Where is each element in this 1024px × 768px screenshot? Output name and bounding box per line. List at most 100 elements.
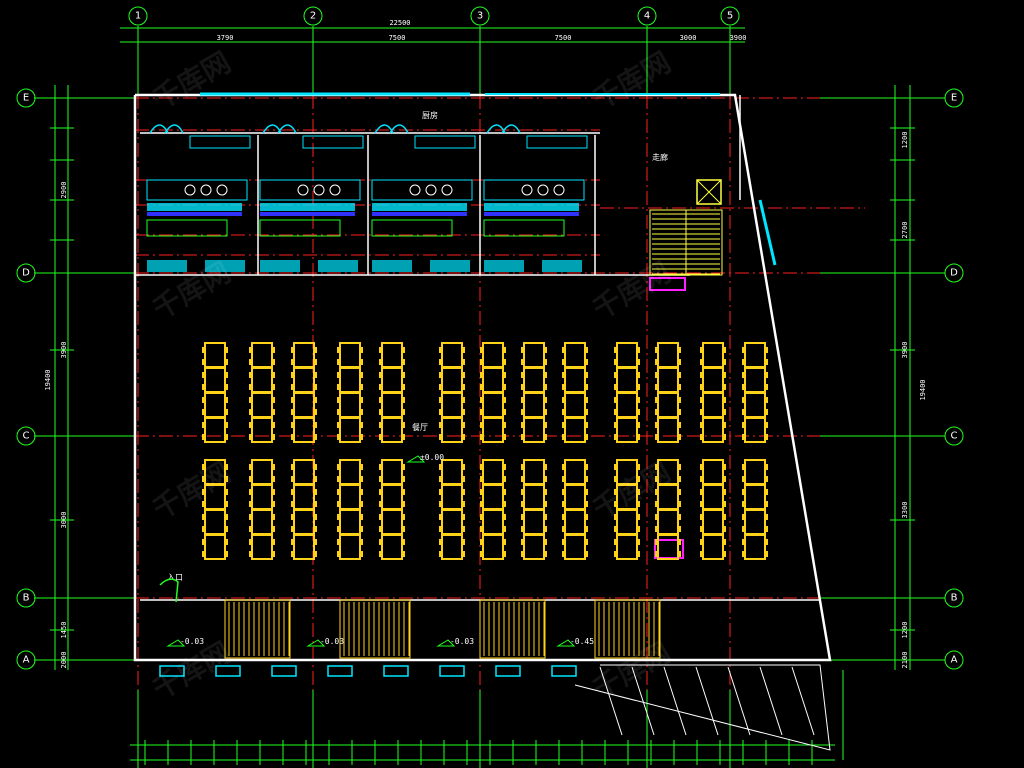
chair <box>637 422 640 428</box>
chair <box>678 434 681 440</box>
chair <box>462 359 465 365</box>
chair <box>562 359 565 365</box>
chair <box>503 464 506 470</box>
chair <box>637 476 640 482</box>
chair <box>272 397 275 403</box>
chair <box>637 514 640 520</box>
axis-bubble-col-label: 4 <box>644 11 650 22</box>
chair <box>402 372 405 378</box>
chair <box>678 347 681 353</box>
chair <box>379 434 382 440</box>
right-dim-text: 3900 <box>901 342 909 359</box>
chair <box>544 464 547 470</box>
chair <box>402 422 405 428</box>
chair <box>439 372 442 378</box>
chair <box>462 422 465 428</box>
chair <box>337 422 340 428</box>
planter-box <box>383 665 409 677</box>
axis-bubble-col-label: 2 <box>310 11 316 22</box>
chair <box>379 551 382 557</box>
dining-table-75 <box>616 417 638 443</box>
chair <box>202 359 205 365</box>
chair <box>678 539 681 545</box>
chair <box>655 476 658 482</box>
chair <box>439 464 442 470</box>
right-overall-dim: 19400 <box>919 379 927 400</box>
axis-bubble-col <box>720 6 740 26</box>
chair <box>562 372 565 378</box>
chair <box>272 501 275 507</box>
chair <box>765 372 768 378</box>
chair <box>291 347 294 353</box>
chair <box>202 464 205 470</box>
chair <box>314 359 317 365</box>
axis-bubble-row-left <box>16 588 36 608</box>
chair <box>480 514 483 520</box>
chair <box>637 501 640 507</box>
dining-table-59 <box>523 417 545 443</box>
chair <box>225 551 228 557</box>
dining-table-19 <box>293 417 315 443</box>
chair <box>655 539 658 545</box>
dining-table-11 <box>251 417 273 443</box>
chair <box>439 551 442 557</box>
chair <box>379 397 382 403</box>
chair <box>742 347 745 353</box>
chair <box>678 514 681 520</box>
chair <box>521 409 524 415</box>
chair <box>562 489 565 495</box>
chair <box>655 384 658 390</box>
chair <box>678 489 681 495</box>
chair <box>503 372 506 378</box>
kitchen-range-3 <box>483 179 585 201</box>
chair <box>521 397 524 403</box>
chair <box>379 384 382 390</box>
chair <box>562 422 565 428</box>
chair <box>272 422 275 428</box>
chair <box>765 514 768 520</box>
entrance-step-block-2 <box>479 599 546 659</box>
level-mark-icon <box>306 639 326 647</box>
axis-bubble-row-right <box>944 426 964 446</box>
chair <box>291 476 294 482</box>
chair <box>655 397 658 403</box>
chair <box>462 489 465 495</box>
chair <box>544 347 547 353</box>
planter-box <box>215 665 241 677</box>
chair <box>291 501 294 507</box>
chair <box>480 476 483 482</box>
chair <box>462 464 465 470</box>
axis-bubble-row-label: C <box>951 431 958 442</box>
chair <box>521 359 524 365</box>
right-dim-text: 1200 <box>901 132 909 149</box>
chair <box>314 551 317 557</box>
chair <box>202 397 205 403</box>
kitchen-shelf-0 <box>147 260 187 272</box>
dining-table-3 <box>204 417 226 443</box>
chair <box>700 464 703 470</box>
chair <box>379 409 382 415</box>
chair <box>439 434 442 440</box>
chair <box>521 476 524 482</box>
chair <box>337 526 340 532</box>
kitchen-sink-0 <box>146 219 228 237</box>
chair <box>225 514 228 520</box>
parking-stripe <box>695 666 719 736</box>
chair <box>225 409 228 415</box>
chair <box>402 526 405 532</box>
chair <box>585 384 588 390</box>
chair <box>314 372 317 378</box>
chair <box>249 526 252 532</box>
chair <box>678 359 681 365</box>
chair <box>360 476 363 482</box>
chair <box>700 434 703 440</box>
kitchen-range-1 <box>259 179 361 201</box>
level-mark-text: -0.03 <box>320 637 344 646</box>
chair <box>360 347 363 353</box>
chair <box>249 422 252 428</box>
chair <box>291 384 294 390</box>
planter-box <box>551 665 577 677</box>
dining-table-95 <box>702 534 724 560</box>
chair <box>225 539 228 545</box>
